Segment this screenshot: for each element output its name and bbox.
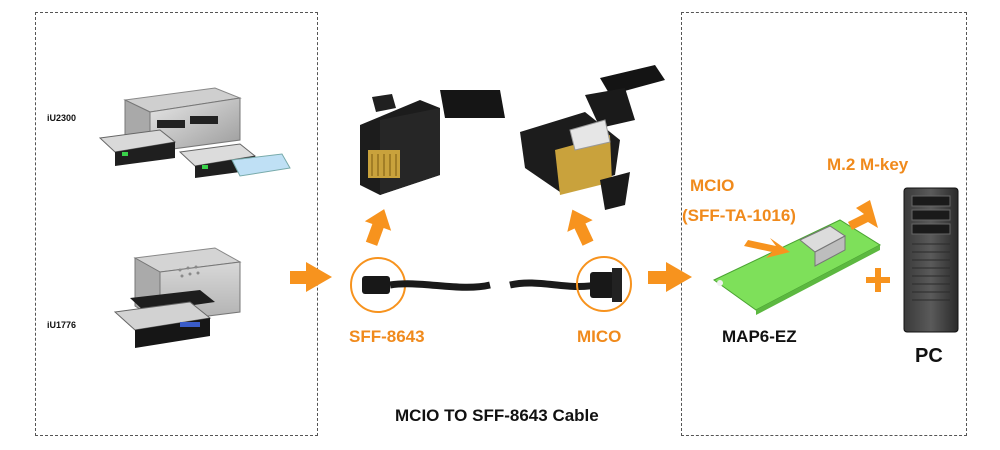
pc-tower-image: [903, 187, 959, 333]
arrow-right-icon: [648, 262, 692, 292]
cable-image: [350, 256, 632, 313]
arrow-right-icon: [744, 238, 790, 258]
device-label-iu2300: iU2300: [47, 113, 77, 123]
arrow-up-icon: [567, 209, 594, 246]
mcio-connector-image: [520, 65, 665, 210]
sff8643-connector-image: [360, 90, 505, 195]
pc-label: PC: [915, 345, 943, 367]
iu1776-device-image: [113, 247, 242, 348]
m2-mkey-label: M.2 M-key: [827, 155, 909, 174]
connector-label-sff8643: SFF-8643: [349, 327, 425, 346]
arrow-right-icon: [290, 262, 332, 292]
plus-icon: [866, 268, 890, 292]
left-device-panel: [35, 12, 318, 436]
map6-ez-board-image: [713, 219, 882, 315]
right-target-panel: [681, 12, 967, 436]
mcio-label-line1: MCIO: [690, 176, 735, 195]
connector-label-mico: MICO: [577, 327, 622, 346]
device-label-iu1776: iU1776: [47, 320, 77, 330]
mcio-label-line2: (SFF-TA-1016): [682, 206, 796, 225]
arrow-up-icon: [848, 200, 878, 230]
arrow-up-icon: [364, 209, 392, 246]
cable-caption: MCIO TO SFF-8643 Cable: [395, 406, 599, 425]
board-name-label: MAP6-EZ: [722, 327, 797, 346]
iu2300-device-image: [98, 87, 291, 178]
